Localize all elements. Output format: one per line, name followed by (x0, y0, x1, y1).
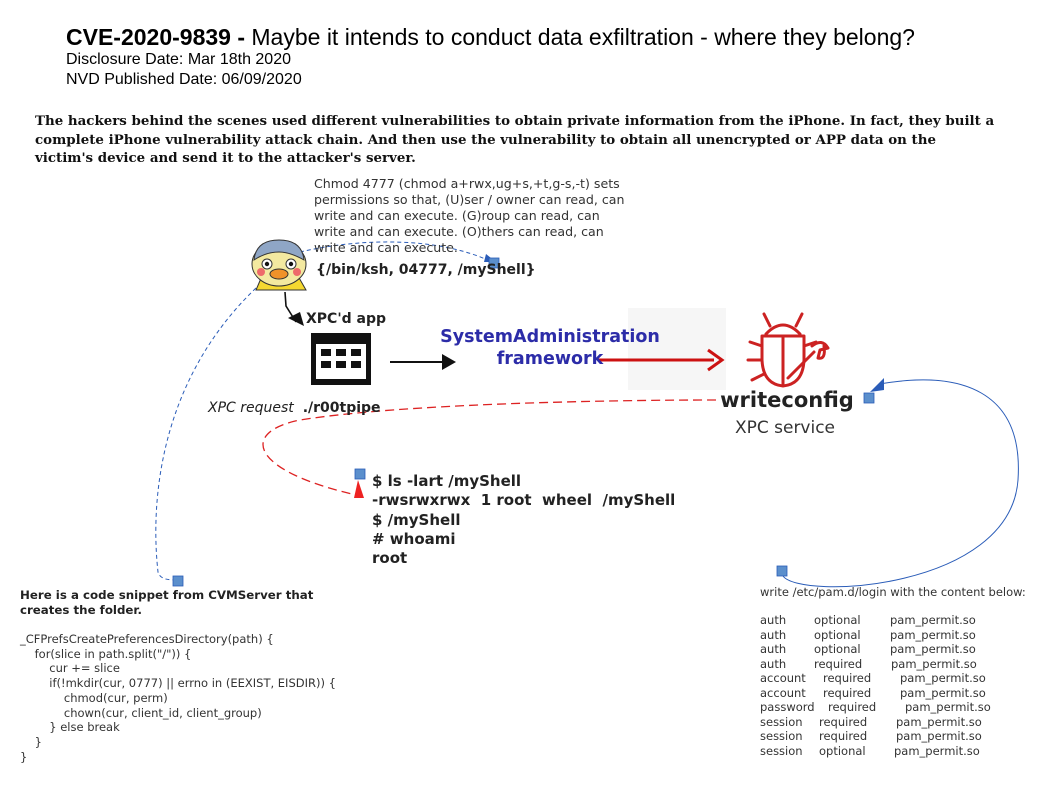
r00tpipe-text: ./r00tpipe (302, 400, 381, 416)
pam-control: optional (814, 642, 861, 656)
code-line: if(!mkdir(cur, 0777) || errno in (EEXIST… (20, 676, 336, 691)
xpc-request-text: XPC request (208, 400, 294, 416)
pam-type: session (760, 743, 803, 758)
pam-control: optional (814, 613, 861, 627)
pam-type: password (760, 700, 815, 714)
pam-module: pam_permit.so (896, 714, 982, 729)
nvd-published-date: NVD Published Date: 06/09/2020 (66, 71, 302, 88)
pam-module: pam_permit.so (890, 613, 976, 627)
pam-control: required (828, 700, 877, 714)
code-line: } (20, 749, 28, 764)
pam-type: auth (760, 613, 787, 627)
code-line: } else break (20, 720, 120, 735)
duck-mascot-icon (251, 239, 307, 291)
snippet-link-line (155, 287, 257, 581)
chmod-note: Chmod 4777 (chmod a+rwx,ug+s,+t,g-s,-t) … (314, 176, 625, 255)
anchor-square (863, 392, 875, 404)
pam-link-line (782, 379, 1019, 588)
app-to-framework-arrowhead (442, 354, 456, 370)
shell-line: $ /myShell (372, 510, 461, 529)
sysadmin-line2: framework (496, 349, 604, 369)
page-title: CVE-2020-9839 - Maybe it intends to cond… (66, 24, 915, 51)
pam-type: auth (760, 656, 787, 671)
snippet-title: Here is a code snippet from CVMServer th… (20, 588, 314, 617)
pam-module: pam_permit.so (890, 627, 976, 642)
sysadmin-framework-label: SystemAdministration framework (424, 326, 676, 370)
pam-module: pam_permit.so (900, 685, 986, 700)
anchor-square (354, 468, 366, 480)
xpc-request-line (262, 399, 717, 495)
code-line: for(slice in path.split("/")) { (20, 646, 192, 661)
xpc-app-label: XPC'd app (306, 311, 387, 327)
duck-to-app-arrowhead (288, 312, 304, 326)
pam-control: required (823, 685, 872, 700)
pam-module: pam_permit.so (896, 729, 982, 743)
code-line: _CFPrefsCreatePreferencesDirectory(path)… (20, 632, 274, 646)
pam-module: pam_permit.so (900, 671, 986, 685)
code-snippet: _CFPrefsCreatePreferencesDirectory(path)… (20, 632, 336, 764)
pam-module: pam_permit.so (905, 700, 991, 714)
pam-control: optional (814, 627, 861, 642)
pam-type: session (760, 714, 803, 729)
pam-control: required (814, 656, 863, 671)
pam-type: account (760, 671, 806, 685)
pam-type: auth (760, 642, 787, 656)
pam-type: auth (760, 627, 787, 642)
pam-module: pam_permit.so (890, 642, 976, 656)
shell-line: $ ls -lart /myShell (372, 472, 522, 490)
shell-line: # whoami (372, 529, 456, 548)
xpc-request-arrowhead (354, 480, 364, 498)
xpc-request-label: XPC request ./r00tpipe (208, 400, 381, 416)
pam-title: write /etc/pam.d/login with the content … (760, 585, 1026, 599)
pam-control: required (819, 714, 868, 729)
framework-to-writeconfig-arrowhead (707, 348, 725, 372)
shell-line: -rwsrwxrwx 1 root wheel /myShell (372, 491, 676, 510)
writeconfig-label: writeconfig (720, 388, 854, 412)
disclosure-date: Disclosure Date: Mar 18th 2020 (66, 51, 291, 68)
code-line: chown(cur, client_id, client_group) (20, 705, 262, 720)
shell-line: root (372, 549, 408, 568)
anchor-square (172, 575, 184, 587)
intro-paragraph: The hackers behind the scenes used diffe… (35, 113, 995, 166)
framework-shade (628, 308, 726, 390)
cve-id: CVE-2020-9839 - (66, 24, 245, 50)
anchor-square (488, 257, 500, 269)
code-line: cur += slice (20, 661, 120, 676)
sysadmin-line1: SystemAdministration (440, 327, 660, 347)
pam-control: required (823, 671, 872, 685)
pam-link-arrowhead (870, 378, 884, 392)
pam-control: optional (819, 743, 866, 758)
shell-output: $ ls -lart /myShell -rwsrwxrwx 1 root wh… (372, 472, 675, 568)
pam-module: pam_permit.so (894, 743, 980, 758)
code-line: } (20, 734, 42, 749)
app-window-icon (311, 333, 371, 385)
pam-module: pam_permit.so (891, 656, 977, 671)
pam-type: account (760, 685, 806, 700)
bug-wrench-icon (746, 312, 830, 388)
title-text: Maybe it intends to conduct data exfiltr… (245, 24, 915, 50)
xpc-service-label: XPC service (734, 418, 836, 438)
pam-type: session (760, 729, 803, 743)
code-line: chmod(cur, perm) (20, 690, 168, 705)
pam-control: required (819, 729, 868, 743)
anchor-square (776, 565, 788, 577)
chmod-link-line (299, 241, 495, 264)
ksh-args: {/bin/ksh, 04777, /myShell} (316, 262, 536, 278)
